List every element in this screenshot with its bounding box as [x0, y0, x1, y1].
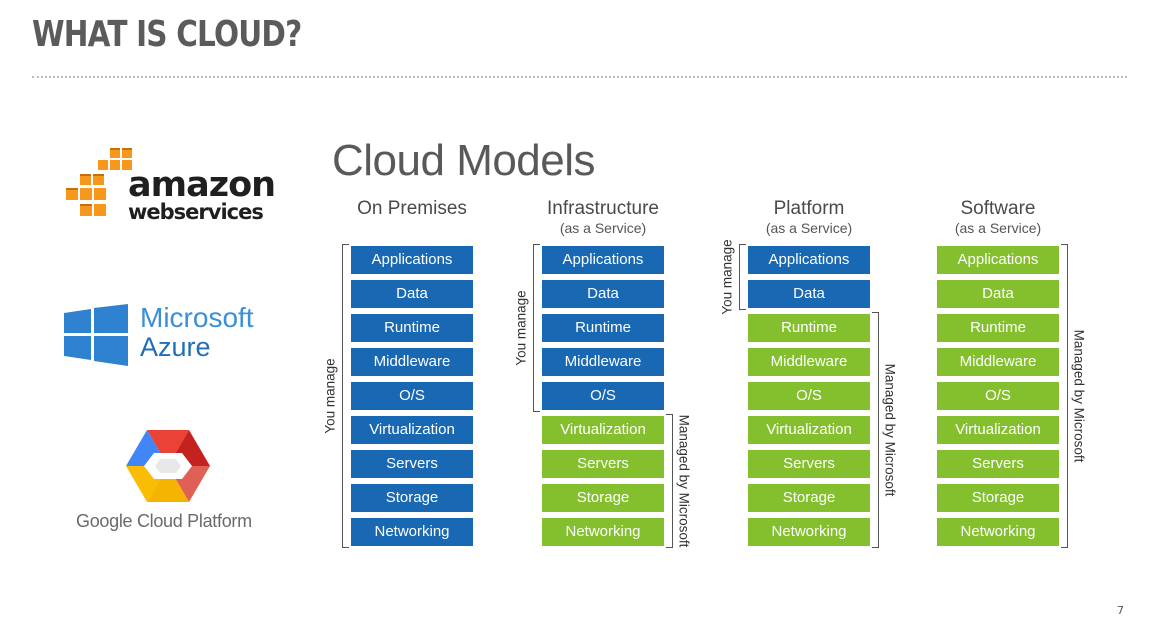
you-manage-bracket — [739, 244, 746, 310]
layer-applications: Applications — [937, 246, 1059, 274]
column-header: On Premises — [321, 198, 503, 220]
title-divider — [32, 76, 1127, 78]
column-subtitle: (as a Service) — [954, 220, 1042, 236]
layer-middleware: Middleware — [351, 348, 473, 376]
you-manage-label: You manage — [719, 239, 735, 315]
layer-networking: Networking — [351, 518, 473, 546]
layer-virtualization: Virtualization — [937, 416, 1059, 444]
layer-data: Data — [937, 280, 1059, 308]
aws-logo-word: amazon — [128, 165, 276, 205]
azure-logo-microsoft: Microsoft — [140, 302, 254, 333]
layer-runtime: Runtime — [351, 314, 473, 342]
layer-os: O/S — [748, 382, 870, 410]
you-manage-bracket — [533, 244, 540, 412]
managed-by-label: Managed by Microsoft — [882, 363, 898, 497]
column-subtitle: (as a Service) — [559, 220, 647, 236]
layer-networking: Networking — [542, 518, 664, 546]
layer-middleware: Middleware — [542, 348, 664, 376]
column-header: Software(as a Service) — [907, 198, 1089, 236]
layer-networking: Networking — [748, 518, 870, 546]
layer-servers: Servers — [937, 450, 1059, 478]
layer-applications: Applications — [748, 246, 870, 274]
layer-servers: Servers — [351, 450, 473, 478]
column-name: Infrastructure — [547, 198, 659, 219]
layer-servers: Servers — [748, 450, 870, 478]
layer-data: Data — [748, 280, 870, 308]
aws-cubes-icon — [66, 148, 132, 216]
managed-by-bracket — [872, 312, 879, 548]
slide-title: WHAT IS CLOUD? — [32, 14, 302, 55]
layer-runtime: Runtime — [748, 314, 870, 342]
windows-icon — [64, 304, 128, 366]
layer-networking: Networking — [937, 518, 1059, 546]
managed-by-bracket — [666, 414, 673, 548]
column-name: Software — [960, 198, 1036, 219]
layer-middleware: Middleware — [937, 348, 1059, 376]
layer-runtime: Runtime — [542, 314, 664, 342]
layer-storage: Storage — [748, 484, 870, 512]
you-manage-label: You manage — [513, 290, 529, 366]
layer-data: Data — [351, 280, 473, 308]
managed-by-bracket — [1061, 244, 1068, 548]
gcp-logo-text: Google Cloud Platform — [76, 511, 252, 531]
layer-storage: Storage — [937, 484, 1059, 512]
layer-servers: Servers — [542, 450, 664, 478]
aws-logo-subword: webservices — [128, 200, 264, 224]
column-subtitle: (as a Service) — [765, 220, 853, 236]
layer-runtime: Runtime — [937, 314, 1059, 342]
layer-data: Data — [542, 280, 664, 308]
layer-os: O/S — [542, 382, 664, 410]
column-header: Infrastructure(as a Service) — [512, 198, 694, 236]
aws-logo: amazon webservices — [66, 148, 276, 228]
column-name: On Premises — [357, 198, 467, 219]
layer-virtualization: Virtualization — [748, 416, 870, 444]
layer-applications: Applications — [542, 246, 664, 274]
managed-by-label: Managed by Microsoft — [1071, 329, 1087, 463]
azure-logo: Microsoft Azure — [64, 302, 274, 366]
managed-by-label: Managed by Microsoft — [676, 414, 692, 548]
column-header: Platform(as a Service) — [718, 198, 900, 236]
you-manage-label: You manage — [322, 358, 338, 434]
layer-virtualization: Virtualization — [542, 416, 664, 444]
layer-middleware: Middleware — [748, 348, 870, 376]
azure-logo-azure: Azure — [140, 332, 211, 362]
you-manage-bracket — [342, 244, 349, 548]
layer-os: O/S — [937, 382, 1059, 410]
layer-storage: Storage — [542, 484, 664, 512]
page-number: 7 — [1117, 604, 1124, 617]
column-name: Platform — [773, 198, 845, 219]
gcp-logo: Google Cloud Platform — [76, 428, 276, 533]
layer-os: O/S — [351, 382, 473, 410]
google-cloud-hexagon-icon — [126, 430, 210, 502]
diagram-title: Cloud Models — [332, 136, 596, 185]
layer-storage: Storage — [351, 484, 473, 512]
layer-applications: Applications — [351, 246, 473, 274]
layer-virtualization: Virtualization — [351, 416, 473, 444]
